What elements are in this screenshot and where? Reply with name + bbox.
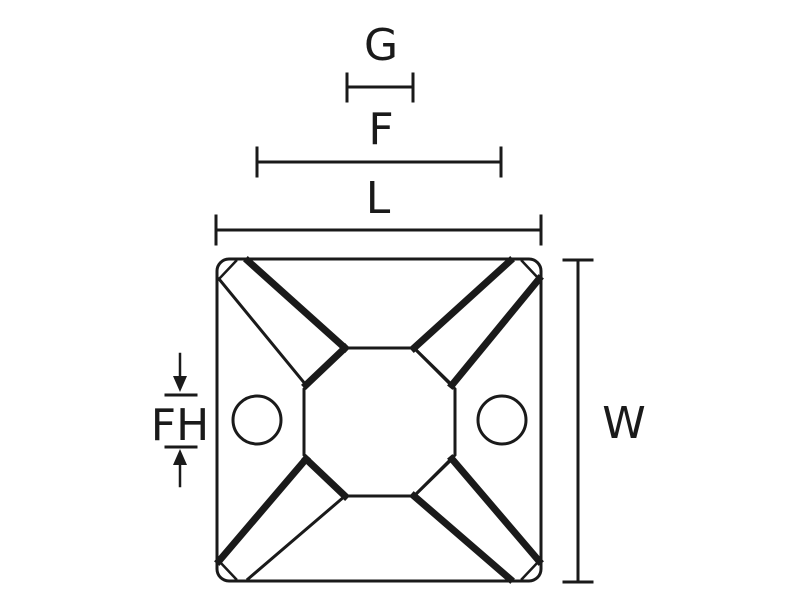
label-g: G [364, 20, 398, 71]
mount-body [214, 256, 544, 584]
slot-bottom-left [214, 454, 350, 582]
dimension-f: F [255, 104, 503, 178]
screw-hole-right [476, 394, 528, 446]
slot-bottom-right [409, 454, 544, 584]
label-w: W [602, 398, 646, 449]
arrow-up-icon [173, 449, 187, 465]
dimension-l: L [214, 173, 543, 246]
label-f: F [368, 104, 393, 155]
mount-outline [215, 257, 543, 583]
label-l: L [366, 173, 391, 224]
dimension-fh: FH [151, 352, 209, 488]
slot-top-right [409, 256, 544, 390]
dimension-g: G [345, 20, 415, 103]
slot-top-left [216, 256, 350, 390]
screw-hole-left [231, 394, 283, 446]
label-fh: FH [151, 400, 209, 451]
arrow-down-icon [173, 376, 187, 392]
dimension-w: W [562, 258, 646, 584]
